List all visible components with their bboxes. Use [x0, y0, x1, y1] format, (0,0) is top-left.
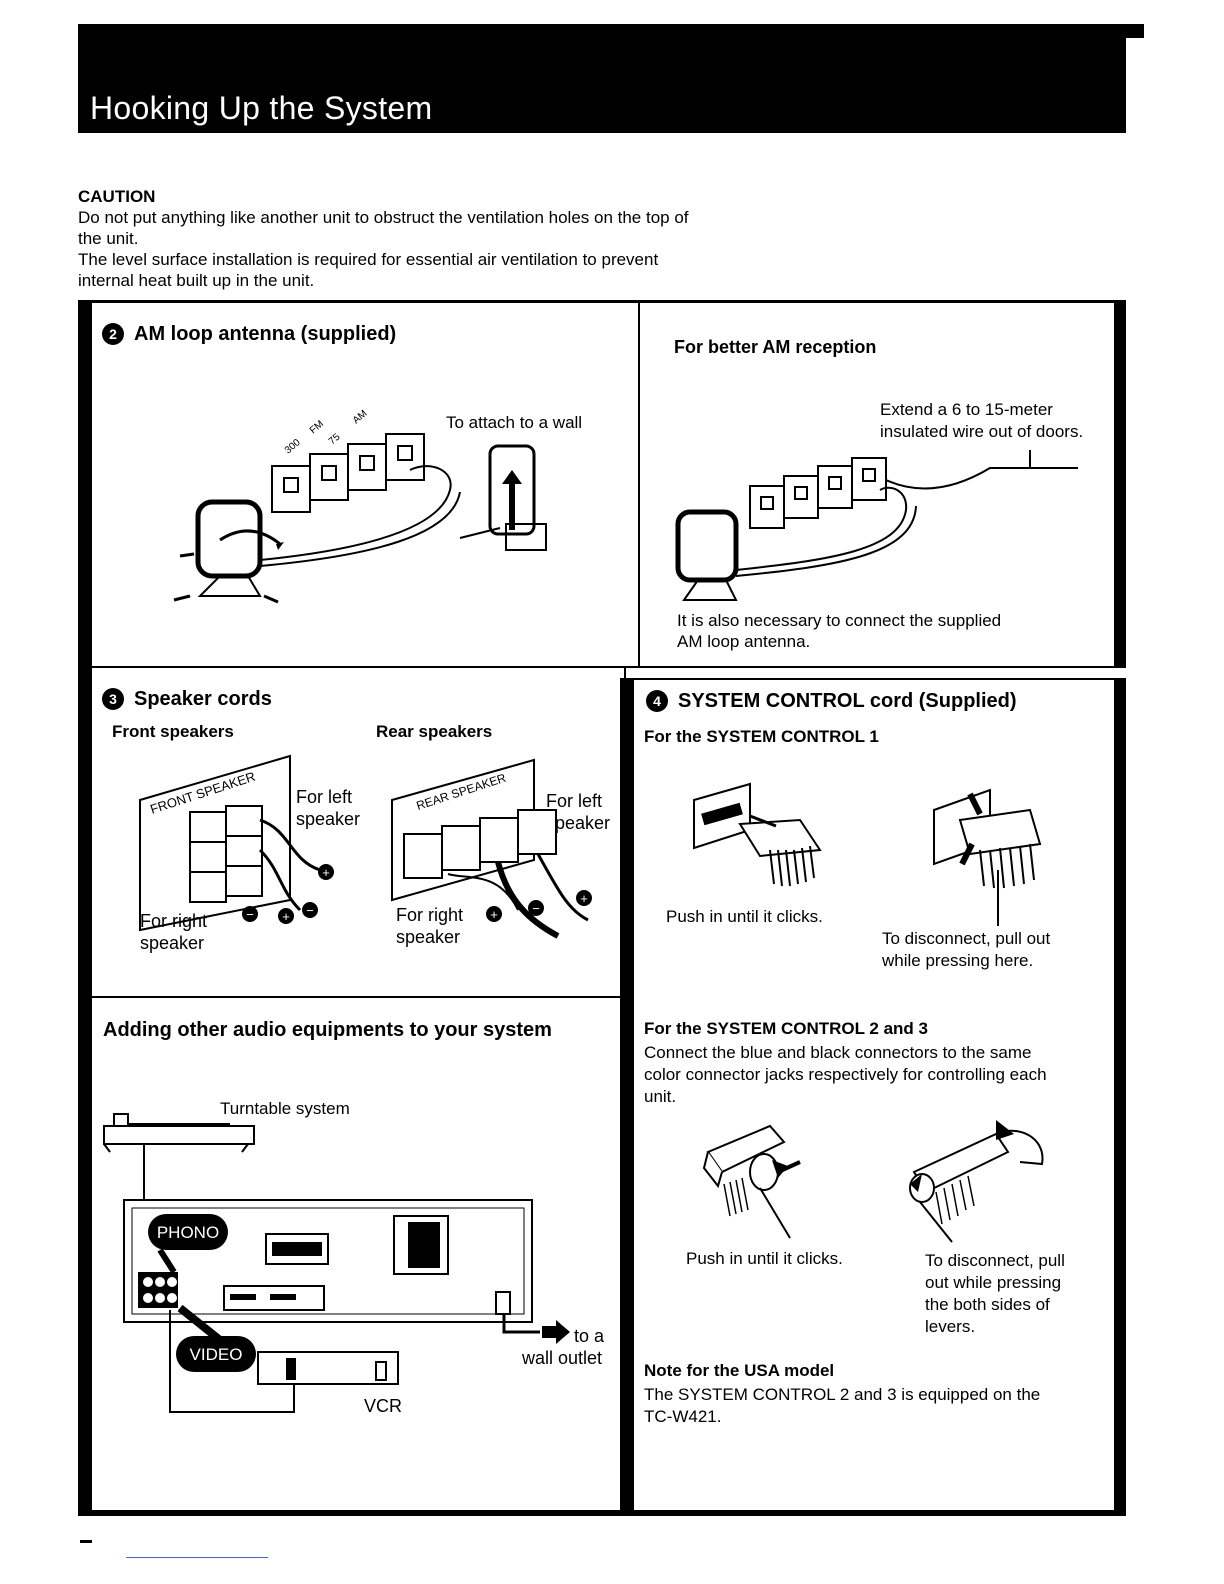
- sc23-connect-illustration: [702, 1124, 801, 1239]
- system-control-title: 4 SYSTEM CONTROL cord (Supplied): [646, 690, 1017, 713]
- caution-heading: CAUTION: [78, 187, 156, 206]
- plus-sign: +: [282, 909, 290, 924]
- minus-sign: −: [306, 903, 314, 918]
- wall-attach-label: To attach to a wall: [446, 413, 583, 432]
- sc1-disconnect-line-1: To disconnect, pull out: [882, 929, 1051, 948]
- page-title: Hooking Up the System: [90, 90, 433, 126]
- sc23-line-3: unit.: [644, 1087, 677, 1106]
- extend-wire-line-1: Extend a 6 to 15-meter: [880, 400, 1053, 419]
- minus-sign: −: [532, 901, 540, 916]
- rear-right-label-2: speaker: [396, 927, 461, 947]
- speaker-cords-title: 3 Speaker cords: [102, 688, 272, 711]
- sc1-disconnect-line-2: while pressing here.: [882, 951, 1034, 970]
- sc1-push-label: Push in until it clicks.: [666, 907, 823, 926]
- caution-block: CAUTION Do not put anything like another…: [78, 186, 798, 291]
- title-bar: Hooking Up the System: [78, 24, 1144, 133]
- am-reception-illustration: [675, 450, 1078, 601]
- usa-note-title: Note for the USA model: [644, 1361, 835, 1380]
- caution-line-4: internal heat built up in the unit.: [78, 271, 315, 290]
- sc23-disconnect-line-2: out while pressing: [925, 1273, 1062, 1292]
- sc23-disconnect-illustration: [909, 1120, 1044, 1243]
- rear-panel-label: REAR SPEAKER: [415, 771, 508, 813]
- sc1-disconnect-illustration: [933, 788, 1042, 926]
- terminal-label-am: AM: [351, 408, 370, 426]
- vcr-unit: [257, 1351, 399, 1385]
- speaker-cords-title-text: Speaker cords: [134, 688, 272, 710]
- sc23-disconnect-line-1: To disconnect, pull: [925, 1251, 1065, 1270]
- sc23-title: For the SYSTEM CONTROL 2 and 3: [644, 1019, 928, 1038]
- rear-left-label-1: For left: [546, 791, 603, 811]
- bottom-rule: [126, 1557, 268, 1558]
- sc23-disconnect-line-4: levers.: [925, 1317, 976, 1336]
- plus-sign: +: [490, 907, 498, 922]
- outlet-arrow: [542, 1320, 570, 1344]
- am-note-line-1: It is also necessary to connect the supp…: [677, 611, 1002, 630]
- wall-outlet-line-1: to a: [574, 1326, 605, 1346]
- phono-callout: [148, 1214, 228, 1250]
- turntable-illustration: [103, 1113, 255, 1153]
- vcr-label: VCR: [364, 1396, 403, 1416]
- rear-speakers-title: Rear speakers: [376, 722, 493, 741]
- system-back-panel-illustration: PHONO VIDEO: [103, 1113, 570, 1413]
- am-antenna-title: 2 AM loop antenna (supplied): [102, 323, 396, 346]
- wall-outlet-line-2: wall outlet: [522, 1348, 603, 1368]
- am-antenna-illustration: 300 FM 75 AM: [173, 408, 547, 604]
- usa-note-line-1: The SYSTEM CONTROL 2 and 3 is equipped o…: [644, 1385, 1041, 1404]
- front-left-label-1: For left: [296, 787, 353, 807]
- caution-line-3: The level surface installation is requir…: [78, 250, 659, 269]
- caution-line-1: Do not put anything like another unit to…: [78, 208, 689, 227]
- reception-loop-antenna: [675, 509, 739, 583]
- sc1-title: For the SYSTEM CONTROL 1: [644, 727, 879, 746]
- am-reception-panel: [638, 300, 1126, 668]
- sc23-line-1: Connect the blue and black connectors to…: [644, 1043, 1032, 1062]
- wall-hook: [488, 444, 536, 536]
- page-mark: [80, 1540, 92, 1543]
- phono-label: PHONO: [157, 1223, 219, 1242]
- plus-sign: +: [322, 865, 330, 880]
- rear-right-label-1: For right: [396, 905, 464, 925]
- rear-left-label-2: speaker: [546, 813, 611, 833]
- front-right-label-2: speaker: [140, 933, 205, 953]
- step-number-badge: 4: [646, 690, 668, 712]
- usa-note-line-2: TC-W421.: [644, 1407, 722, 1426]
- step-number-badge: 2: [102, 323, 124, 345]
- plus-sign: +: [580, 891, 588, 906]
- minus-sign: −: [246, 907, 254, 922]
- video-label: VIDEO: [190, 1345, 243, 1364]
- adding-equipment-panel: [78, 996, 622, 1516]
- am-antenna-title-text: AM loop antenna (supplied): [134, 323, 397, 345]
- loop-antenna: [195, 499, 263, 579]
- extension-wire: [885, 467, 1078, 490]
- rear-speaker-terminal-illustration: REAR SPEAKER + − +: [391, 758, 592, 939]
- step-number-badge: 3: [102, 688, 124, 710]
- system-control-title-text: SYSTEM CONTROL cord (Supplied): [678, 690, 1017, 712]
- sc1-connect-illustration: [693, 782, 822, 887]
- front-speaker-terminal-illustration: FRONT SPEAKER + − + −: [139, 754, 334, 932]
- sc23-push-label: Push in until it clicks.: [686, 1249, 843, 1268]
- system-control-panel: [620, 678, 1126, 1516]
- am-note-line-2: AM loop antenna.: [677, 632, 811, 651]
- terminal-label-300: 300: [283, 437, 303, 456]
- terminal-label-fm: FM: [308, 419, 326, 437]
- caution-line-2: the unit.: [78, 229, 139, 248]
- sc23-line-2: color connector jacks respectively for c…: [644, 1065, 1047, 1084]
- video-callout: [176, 1336, 256, 1372]
- turntable-label: Turntable system: [220, 1099, 350, 1118]
- front-left-label-2: speaker: [296, 809, 361, 829]
- front-speakers-title: Front speakers: [112, 722, 234, 741]
- sc23-disconnect-line-3: the both sides of: [925, 1295, 1050, 1314]
- terminal-label-75: 75: [327, 431, 343, 447]
- adding-equipment-title: Adding other audio equipments to your sy…: [103, 1019, 552, 1041]
- am-reception-title: For better AM reception: [674, 337, 877, 357]
- extend-wire-line-2: insulated wire out of doors.: [880, 422, 1084, 441]
